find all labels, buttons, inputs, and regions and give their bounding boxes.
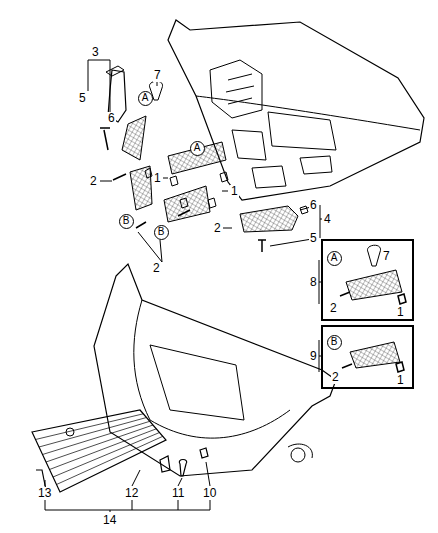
callout-number: 4 <box>323 213 332 226</box>
callout-number: 2 <box>89 175 98 188</box>
reference-circle: B <box>327 335 342 350</box>
reference-letter: B <box>331 337 338 347</box>
callout-number: 3 <box>91 46 100 59</box>
reference-letter: B <box>158 227 165 237</box>
reference-letter: A <box>142 93 149 103</box>
callout-number: 11 <box>171 487 185 500</box>
reference-circle: A <box>327 251 342 266</box>
callout-number: 5 <box>309 232 318 245</box>
callout-number: 6 <box>309 199 318 212</box>
reference-letter: A <box>331 253 338 263</box>
callout-number: 13 <box>37 487 52 500</box>
callout-number: 2 <box>331 371 340 384</box>
callout-number: 14 <box>102 514 117 527</box>
callout-number: 7 <box>153 69 162 82</box>
callout-number: 1 <box>396 374 405 387</box>
callout-number: 1 <box>396 306 405 319</box>
callout-number: 9 <box>309 350 318 363</box>
callout-number: 7 <box>382 250 391 263</box>
reference-circle: B <box>154 225 169 240</box>
callout-number: 1 <box>230 185 239 198</box>
reference-circle: A <box>138 91 153 106</box>
callout-number: 2 <box>329 302 338 315</box>
reference-circle: B <box>119 214 134 229</box>
callout-number: 10 <box>202 487 217 500</box>
callout-number: 6 <box>107 112 116 125</box>
callout-number: 5 <box>78 92 87 105</box>
reference-letter: A <box>194 143 201 153</box>
callout-number: 2 <box>213 222 222 235</box>
callout-number: 2 <box>152 262 161 275</box>
callout-number: 12 <box>124 487 139 500</box>
reference-letter: B <box>123 216 130 226</box>
reference-circle: A <box>190 141 205 156</box>
callout-number: 1 <box>153 172 162 185</box>
callout-number: 8 <box>309 276 318 289</box>
